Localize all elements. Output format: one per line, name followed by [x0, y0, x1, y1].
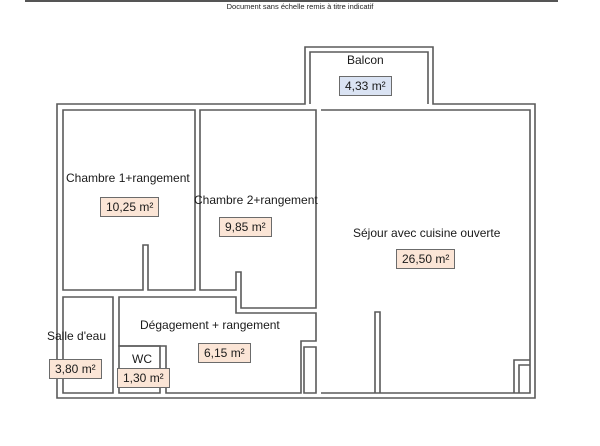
top-border-line: [25, 0, 558, 2]
disclaimer-caption: Document sans échelle remis à titre indi…: [226, 2, 374, 11]
chambre2-wall: [199, 109, 317, 309]
area-badge-wc: 1,30 m²: [117, 368, 170, 388]
area-badge-salle-eau: 3,80 m²: [49, 359, 102, 379]
area-badge-sejour: 26,50 m²: [396, 249, 456, 269]
room-label-chambre1: Chambre 1+rangement: [66, 171, 190, 185]
chambre1-wall: [62, 109, 196, 291]
closet-wall: [303, 346, 317, 394]
room-label-salle-eau: Salle d'eau: [47, 329, 107, 343]
area-badge-balcon: 4,33 m²: [339, 76, 392, 96]
room-label-balcon: Balcon: [347, 53, 384, 67]
area-badge-chambre2: 9,85 m²: [219, 217, 272, 237]
area-badge-chambre1: 10,25 m²: [100, 197, 160, 217]
room-label-chambre2: Chambre 2+rangement: [194, 193, 318, 207]
room-label-wc: WC: [132, 352, 152, 366]
area-badge-degagement: 6,15 m²: [198, 343, 251, 363]
room-label-sejour: Séjour avec cuisine ouverte: [353, 226, 501, 240]
outer-wall-outline: [56, 46, 536, 399]
balcony-inner-wall: [309, 51, 429, 104]
sejour-wall: [321, 109, 531, 394]
room-label-degagement: Dégagement + rangement: [140, 318, 280, 332]
